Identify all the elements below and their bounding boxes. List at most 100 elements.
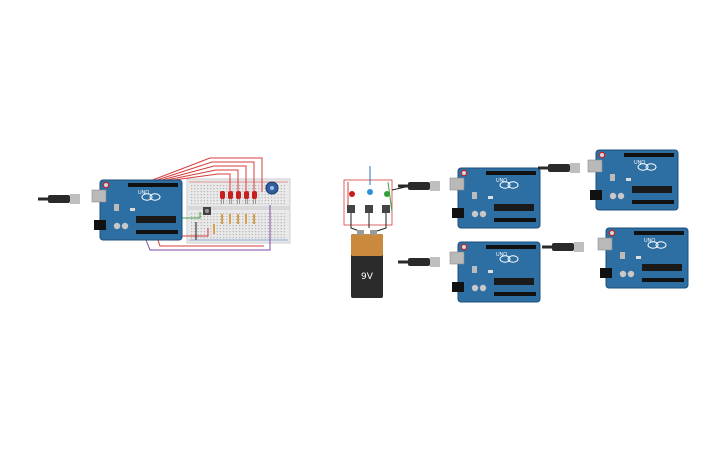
breadboard-hole [271,225,273,227]
breadboard-hole [210,225,212,227]
breadboard-hole [216,219,218,221]
breadboard-hole [235,191,237,193]
middle-circuit: 9V [343,166,411,298]
breadboard-hole [200,213,202,215]
breadboard-hole [216,188,218,190]
breadboard-hole [194,225,196,227]
breadboard-hole [200,219,202,221]
breadboard-hole [203,231,205,233]
left-circuit: UNO [38,157,291,251]
breadboard-hole [197,194,199,196]
breadboard-hole [210,228,212,230]
led-red [349,191,355,197]
breadboard-hole [267,231,269,233]
breadboard-hole [280,197,282,199]
breadboard-hole [229,203,231,205]
breadboard-hole [235,237,237,239]
breadboard-hole [210,200,212,202]
breadboard-hole [277,213,279,215]
breadboard-hole [280,200,282,202]
breadboard-hole [242,191,244,193]
breadboard-hole [283,194,285,196]
breadboard-hole [203,191,205,193]
breadboard-hole [200,231,202,233]
button-2 [365,205,373,213]
breadboard-hole [191,200,193,202]
breadboard-hole [280,225,282,227]
breadboard-hole [223,188,225,190]
breadboard-hole [248,219,250,221]
breadboard-hole [271,197,273,199]
breadboard-hole [200,188,202,190]
breadboard-hole [194,185,196,187]
breadboard-hole [203,188,205,190]
breadboard-hole [277,231,279,233]
breadboard-hole [232,191,234,193]
breadboard-hole [197,191,199,193]
breadboard-hole [255,185,257,187]
breadboard-hole [219,237,221,239]
breadboard-hole [200,197,202,199]
breadboard-hole [226,188,228,190]
breadboard-hole [200,216,202,218]
arduino-uno-right-2: UNO [587,149,679,211]
breadboard-hole [277,197,279,199]
breadboard-hole [200,228,202,230]
arduino-uno-right-4: UNO [597,227,689,289]
breadboard-hole [203,197,205,199]
breadboard-hole [229,228,231,230]
breadboard-hole [203,237,205,239]
breadboard-hole [264,231,266,233]
breadboard-hole [242,222,244,224]
breadboard-hole [271,228,273,230]
breadboard-hole [261,216,263,218]
breadboard-hole [258,200,260,202]
arduino-uno-right-1: UNO [449,167,541,229]
breadboard-hole [200,185,202,187]
breadboard-hole [232,185,234,187]
breadboard-hole [194,234,196,236]
breadboard-hole [232,216,234,218]
breadboard-hole [248,185,250,187]
breadboard-hole [235,200,237,202]
breadboard-hole [207,188,209,190]
breadboard-hole [197,228,199,230]
breadboard-hole [267,234,269,236]
breadboard-hole [191,191,193,193]
breadboard-hole [264,197,266,199]
breadboard-hole [191,197,193,199]
breadboard-hole [216,225,218,227]
breadboard-hole [194,191,196,193]
breadboard-hole [261,200,263,202]
breadboard-hole [235,225,237,227]
breadboard-hole [239,213,241,215]
breadboard-hole [258,188,260,190]
breadboard-hole [245,200,247,202]
breadboard-hole [280,191,282,193]
breadboard-hole [242,194,244,196]
breadboard-hole [216,185,218,187]
breadboard-hole [213,216,215,218]
breadboard-hole [197,188,199,190]
breadboard-hole [271,231,273,233]
breadboard-hole [194,213,196,215]
breadboard-hole [216,200,218,202]
breadboard-hole [197,219,199,221]
breadboard-hole [280,237,282,239]
breadboard-hole [200,225,202,227]
breadboard-hole [251,225,253,227]
breadboard-hole [277,228,279,230]
breadboard-hole [248,225,250,227]
breadboard-hole [283,188,285,190]
breadboard-hole [210,185,212,187]
breadboard-hole [255,188,257,190]
breadboard-hole [261,219,263,221]
breadboard-hole [264,200,266,202]
breadboard-hole [197,225,199,227]
breadboard-hole [235,219,237,221]
breadboard-hole [242,185,244,187]
breadboard-hole [258,225,260,227]
board-logo-text-right-4: UNO [644,238,655,244]
breadboard-hole [255,222,257,224]
breadboard-hole [216,234,218,236]
